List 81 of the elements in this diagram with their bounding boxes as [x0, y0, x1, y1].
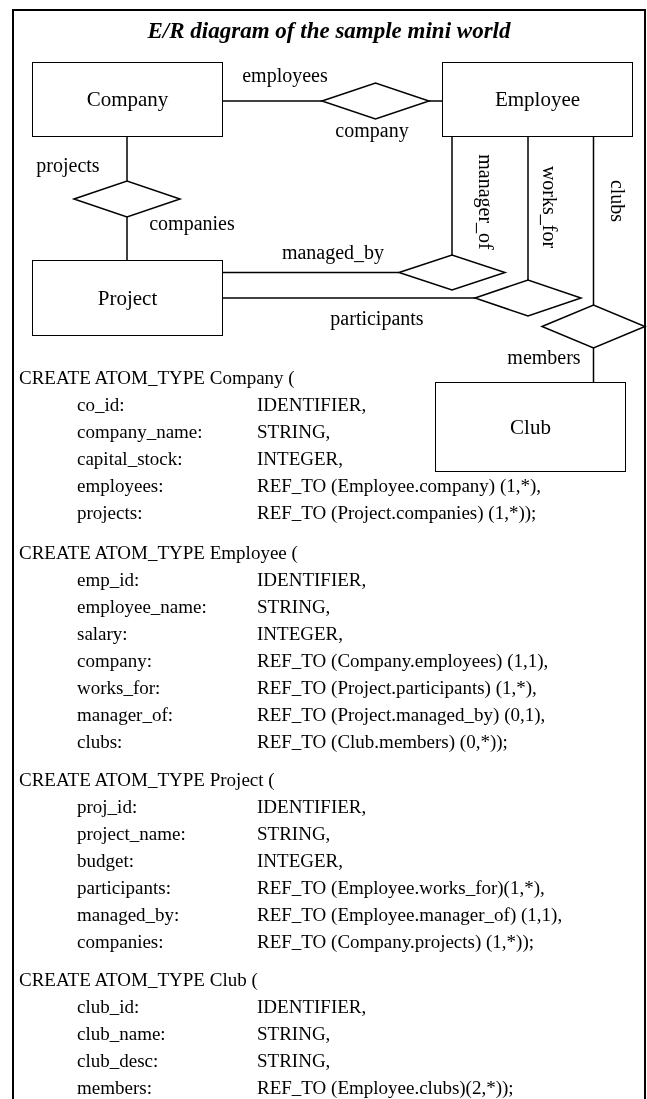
- attribute-type: IDENTIFIER,: [257, 995, 367, 1019]
- role-label: manager_of: [475, 154, 497, 250]
- attribute-type: IDENTIFIER,: [257, 393, 367, 417]
- connector-line: [222, 100, 323, 102]
- attribute-name: manager_of:: [77, 703, 173, 727]
- attribute-type: REF_TO (Employee.works_for)(1,*),: [257, 876, 545, 900]
- attribute-type: STRING,: [257, 1049, 331, 1073]
- role-label: company: [335, 119, 409, 141]
- attribute-type: REF_TO (Project.managed_by) (0,1),: [257, 703, 546, 727]
- code-line: CREATE ATOM_TYPE Club (: [19, 968, 258, 992]
- role-label: managed_by: [281, 241, 385, 263]
- attribute-name: employee_name:: [77, 595, 207, 619]
- attribute-name: companies:: [77, 930, 164, 954]
- attribute-name: project_name:: [77, 822, 186, 846]
- attribute-name: co_id:: [77, 393, 125, 417]
- entity-name: Club: [510, 414, 551, 440]
- connector-line: [592, 347, 595, 383]
- attribute-name: company:: [77, 649, 152, 673]
- role-label: projects: [36, 154, 100, 176]
- role-label: members: [507, 346, 581, 368]
- role-label: employees: [242, 64, 328, 86]
- attribute-type: REF_TO (Project.companies) (1,*));: [257, 501, 537, 525]
- attribute-name: managed_by:: [77, 903, 180, 927]
- attribute-type: STRING,: [257, 595, 331, 619]
- attribute-type: IDENTIFIER,: [257, 795, 367, 819]
- attribute-name: salary:: [77, 622, 128, 646]
- connector-line: [428, 100, 443, 102]
- attribute-name: club_id:: [77, 995, 140, 1019]
- attribute-name: club_name:: [77, 1022, 166, 1046]
- attribute-type: REF_TO (Project.participants) (1,*),: [257, 676, 537, 700]
- attribute-type: REF_TO (Company.projects) (1,*));: [257, 930, 535, 954]
- connector-line: [451, 136, 453, 256]
- entity-name: Employee: [494, 87, 581, 112]
- diagram-title: E/R diagram of the sample mini world: [146, 17, 512, 45]
- attribute-name: participants:: [77, 876, 171, 900]
- attribute-type: INTEGER,: [257, 849, 343, 873]
- attribute-name: company_name:: [77, 420, 203, 444]
- code-line: CREATE ATOM_TYPE Company (: [19, 366, 295, 390]
- connector-line: [592, 136, 595, 306]
- attribute-type: REF_TO (Company.employees) (1,1),: [257, 649, 549, 673]
- relationship-diamond: [475, 280, 581, 316]
- attribute-name: projects:: [77, 501, 143, 525]
- attribute-type: REF_TO (Club.members) (0,*));: [257, 730, 508, 754]
- code-line: CREATE ATOM_TYPE Project (: [19, 768, 275, 792]
- attribute-type: INTEGER,: [257, 447, 343, 471]
- attribute-type: STRING,: [257, 420, 331, 444]
- attribute-name: proj_id:: [77, 795, 138, 819]
- attribute-name: members:: [77, 1076, 152, 1099]
- entity-box: [435, 382, 626, 472]
- attribute-name: works_for:: [77, 676, 161, 700]
- attribute-type: IDENTIFIER,: [257, 568, 367, 592]
- relationship-diamond: [399, 255, 505, 290]
- role-label: participants: [330, 307, 424, 329]
- entity-box: [442, 62, 633, 137]
- role-label: works_for: [539, 165, 561, 249]
- attribute-type: INTEGER,: [257, 622, 343, 646]
- connector-line: [222, 297, 476, 299]
- attribute-type: REF_TO (Employee.company) (1,*),: [257, 474, 542, 498]
- code-line: CREATE ATOM_TYPE Employee (: [19, 541, 298, 565]
- attribute-name: emp_id:: [77, 568, 140, 592]
- connector-line: [126, 136, 128, 182]
- connector-line: [527, 136, 529, 281]
- attribute-name: clubs:: [77, 730, 123, 754]
- connector-line: [222, 271, 400, 274]
- relationship-diamond: [74, 181, 180, 217]
- attribute-name: capital_stock:: [77, 447, 183, 471]
- role-label: clubs: [607, 179, 629, 223]
- entity-box: [32, 260, 223, 336]
- attribute-name: employees:: [77, 474, 164, 498]
- attribute-type: REF_TO (Employee.clubs)(2,*));: [257, 1076, 514, 1099]
- attribute-type: REF_TO (Employee.manager_of) (1,1),: [257, 903, 563, 927]
- attribute-type: STRING,: [257, 822, 331, 846]
- entity-name: Project: [97, 285, 158, 311]
- attribute-type: STRING,: [257, 1022, 331, 1046]
- entity-name: Company: [86, 87, 169, 112]
- attribute-name: budget:: [77, 849, 134, 873]
- connector-line: [126, 216, 128, 261]
- relationship-diamond: [542, 305, 645, 348]
- entity-box: [32, 62, 223, 137]
- attribute-name: club_desc:: [77, 1049, 159, 1073]
- role-label: companies: [149, 212, 235, 234]
